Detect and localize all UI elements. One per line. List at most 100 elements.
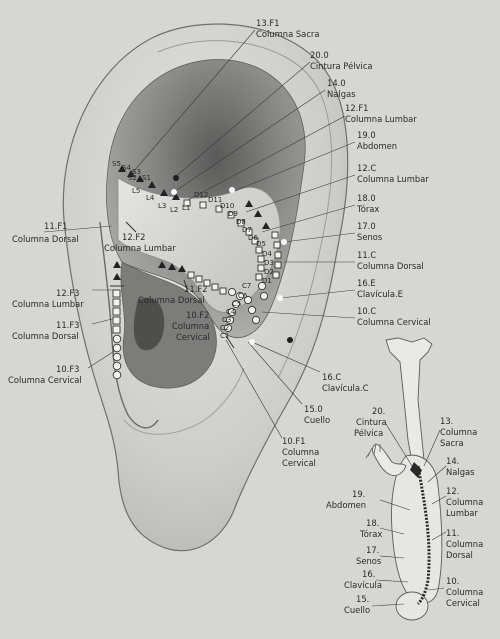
label-15-code: 15.0 [304,404,323,414]
label-12c-name: Columna Lumbar [357,174,429,184]
spine-markers [110,165,293,380]
label-16e-code: 16.E [357,278,376,288]
label-19-name: Abdomen [357,141,397,151]
label-16e-name: Clavícula.E [357,289,403,299]
ear-outline [62,23,349,552]
tag-l2: L2 [170,206,178,214]
tag-d2: D2 [264,268,274,276]
label-13f1-code: 13.F1 [256,18,279,28]
fig-15-name: Cuello [344,605,370,615]
tag-c5: C5 [232,300,241,308]
fig-19-code: 19. [352,489,365,499]
labels-right: 13.F1 Columna Sacra 20.0 Cintura Pélvica… [256,18,431,468]
tag-l5: L5 [132,187,140,195]
tag-c1: C1 [220,332,229,340]
fig-17-name: Senos [356,556,381,566]
tag-c6: C6 [238,292,248,300]
tag-l1: L1 [182,204,190,212]
fig-13-name-1: Columna [440,427,477,437]
label-16c-code: 16.C [322,372,341,382]
tag-s2: S2 [128,174,137,182]
label-11f2-name: Columna Dorsal [138,295,205,305]
label-14-code: 14.0 [327,78,346,88]
fig-10-code: 10. [446,576,459,586]
fig-20-code: 20. [372,406,385,416]
label-13f1-name: Columna Sacra [256,29,320,39]
fig-11-name-1: Columna [446,539,483,549]
ear-helix-ridge [157,40,333,379]
tag-c3: C3 [222,316,231,324]
ear-antihelix [117,177,281,313]
tag-c4: C4 [226,308,236,316]
label-10f1-name-2: Cervical [282,458,316,468]
tag-l4: L4 [146,194,155,202]
leader-lines [43,29,356,439]
fig-13-name-2: Sacra [440,438,464,448]
label-11c-code: 11.C [357,250,376,260]
vertebra-tags: S5 S4 S3 S2 S1 L5 L4 L3 L2 L1 D12 D11 D1… [112,160,274,340]
ear-lower-concha [120,261,217,389]
figure-spine [416,465,431,606]
label-16c-name: Clavícula.C [322,383,369,393]
label-17-name: Senos [357,232,382,242]
ear-lobe-inner [123,367,245,435]
label-10f2-name-2: Cervical [176,332,210,342]
tag-s1: S1 [142,174,151,182]
labels-left: 11.F1 Columna Dorsal 12.F2 Columna Lumba… [8,221,210,385]
tag-d4: D4 [262,250,272,258]
figure-hand [365,443,381,459]
tag-d6: D6 [248,234,258,242]
label-12f2-name: Columna Lumbar [104,243,176,253]
label-10f2-name-1: Columna [172,321,209,331]
label-10f3-code: 10.F3 [56,364,79,374]
figure-labels: 20. Cintura Pélvica 13. Columna Sacra 14… [326,406,483,615]
label-10c-name: Columna Cervical [357,317,431,327]
fig-20-name-1: Cintura [356,417,387,427]
label-10f3-name: Columna Cervical [8,375,82,385]
fig-17-code: 17. [366,545,379,555]
fig-18-code: 18. [366,518,379,528]
label-12f3-code: 12.F3 [56,288,79,298]
label-18-name: Tórax [356,204,379,214]
tag-s5: S5 [112,160,121,168]
fig-19-name: Abdomen [326,500,366,510]
fig-14-name: Nalgas [446,467,475,477]
label-12f2-code: 12.F2 [122,232,145,242]
tag-d3: D3 [264,259,274,267]
figure-arm [371,443,407,476]
ear-canal-shadow [133,297,165,351]
fig-11-name-2: Dorsal [446,550,473,560]
fig-20-name-2: Pélvica [354,428,383,438]
label-10f1-name-1: Columna [282,447,319,457]
tag-c7: C7 [242,282,251,290]
label-20-code: 20.0 [310,50,329,60]
figure-torso [391,454,443,604]
figure-legs [385,337,433,463]
fig-12-code: 12. [446,486,459,496]
fig-10-name-1: Columna [446,587,483,597]
label-12c-code: 12.C [357,163,376,173]
label-17-code: 17.0 [357,221,376,231]
fig-16-code: 16. [362,569,375,579]
fig-18-name: Tórax [359,529,382,539]
fig-12-name-2: Lumbar [446,508,478,518]
tag-l3: L3 [158,202,166,210]
tag-s4: S4 [122,164,131,172]
fig-16-name: Clavícula [344,580,382,590]
tag-d12: D12 [194,191,208,199]
label-10c-code: 10.C [357,306,376,316]
label-11f3-name: Columna Dorsal [12,331,79,341]
label-12f3-name: Columna Lumbar [12,299,84,309]
inverted-body-figure [365,337,443,621]
tag-d9: D9 [228,210,238,218]
fig-10-name-2: Cervical [446,598,480,608]
label-14-name: Nalgas [327,89,356,99]
label-10f1-code: 10.F1 [282,436,305,446]
figure-head [395,591,429,621]
label-11f1-code: 11.F1 [44,221,67,231]
tag-c2: C2 [220,324,229,332]
label-12f1-code: 12.F1 [345,103,368,113]
tag-d11: D11 [208,196,222,204]
